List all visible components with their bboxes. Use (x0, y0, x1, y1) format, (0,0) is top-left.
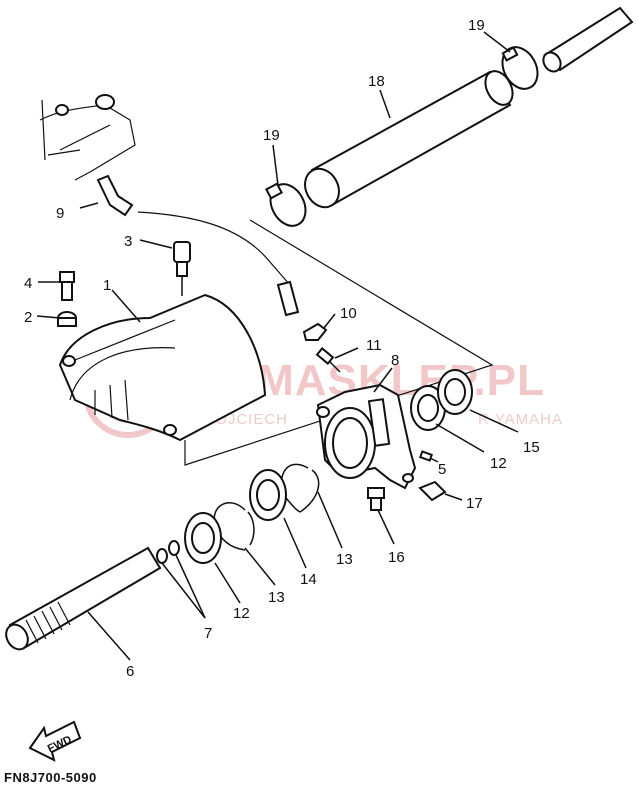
water-hose (96, 174, 300, 317)
bearing-housing (316, 383, 417, 490)
fitting-11 (315, 347, 341, 373)
fwd-arrow-icon: FWD (28, 720, 82, 762)
callout-10: 10 (340, 305, 357, 322)
callout-13-left: 13 (268, 589, 285, 606)
clip-17 (418, 480, 447, 502)
callout-9: 9 (56, 205, 64, 222)
bearing-12-right (410, 385, 446, 431)
drive-shaft-upper (542, 6, 634, 73)
nipple-10 (302, 322, 328, 341)
callout-19-upper: 19 (468, 17, 485, 34)
callout-7: 7 (204, 625, 212, 642)
callout-11: 11 (366, 337, 382, 354)
callout-19-lower: 19 (263, 127, 280, 144)
o-rings-7 (156, 540, 180, 564)
drive-shaft (5, 546, 162, 651)
leader-lines (36, 31, 519, 661)
bearing-12-left (184, 512, 222, 564)
callout-16: 16 (388, 549, 405, 566)
diagram-code: FN8J700-5090 (4, 770, 97, 785)
bearing-cover (58, 293, 267, 442)
bearing-14 (249, 469, 287, 521)
callout-6: 6 (126, 663, 134, 680)
callout-15: 15 (523, 439, 540, 456)
callout-13-right: 13 (336, 551, 353, 568)
circlip-13-right (280, 463, 320, 513)
grease-nipple (173, 241, 191, 296)
engine-bracket (39, 94, 136, 181)
callout-14: 14 (300, 571, 317, 588)
bolt-16 (367, 487, 385, 511)
pin-5 (418, 450, 434, 462)
callout-12-left: 12 (233, 605, 250, 622)
bearing-15 (437, 369, 473, 415)
callout-5: 5 (438, 461, 446, 478)
callout-4: 4 (24, 275, 32, 292)
callouts: 1 2 3 4 5 6 7 8 9 10 11 12 15 17 16 13 1… (24, 17, 540, 680)
tube (304, 70, 514, 209)
callout-12-right: 12 (490, 455, 507, 472)
callout-1: 1 (103, 277, 111, 294)
bolt-4 (59, 271, 75, 301)
callout-8: 8 (391, 352, 399, 369)
callout-3: 3 (124, 233, 132, 250)
callout-17: 17 (466, 495, 483, 512)
callout-2: 2 (24, 309, 32, 326)
hose-clamp-lower (265, 182, 307, 227)
collar-2 (57, 311, 77, 327)
callout-18: 18 (368, 73, 385, 90)
